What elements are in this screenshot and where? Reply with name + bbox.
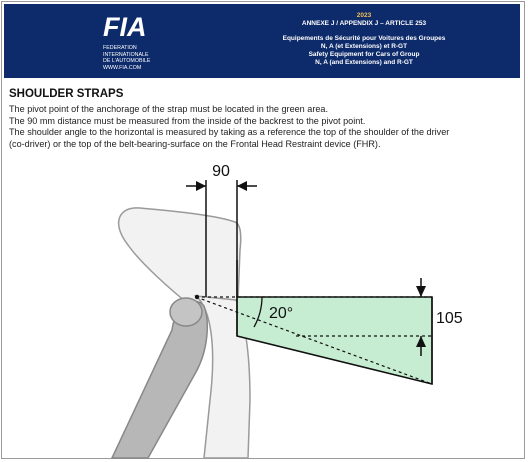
body-line: The shoulder angle to the horizontal is … [9, 127, 450, 138]
angle-label: 20° [269, 305, 293, 322]
dim-90-label: 90 [212, 163, 230, 180]
fia-logo-text: FIA [103, 12, 147, 42]
section-body: The pivot point of the anchorage of the … [9, 104, 521, 150]
pivot-green-zone [236, 296, 433, 385]
federation-name: FEDERATION INTERNATIONALE DE L'AUTOMOBIL… [103, 45, 183, 71]
dim-90-arrow-left [196, 181, 206, 191]
federation-line: DE L'AUTOMOBILE [103, 58, 151, 65]
dim-105-label: 105 [436, 310, 463, 327]
fia-logo: FIA [103, 12, 147, 42]
header-en-title-1: Safety Equipment for Cars of Group [308, 50, 420, 58]
dim-105-arrow-bottom [416, 336, 426, 347]
federation-line: INTERNATIONALE [103, 51, 149, 58]
dim-105-arrow-top [416, 286, 426, 297]
body-line: (co-driver) or the top of the belt-beari… [9, 138, 381, 149]
header-year: 2023 [356, 12, 372, 19]
body-line: The 90 mm distance must be measured from… [9, 115, 366, 126]
angle-arc [253, 296, 263, 328]
body-line: The pivot point of the anchorage of the … [9, 104, 328, 114]
header-fr-title-1: Equipements de Sécurité pour Voitures de… [282, 34, 446, 42]
header-annex: ANNEXE J / APPENDIX J – ARTICLE 253 [301, 19, 427, 27]
dim-90-arrow-right [237, 181, 247, 191]
driver-shoulder [169, 297, 203, 327]
seat-headrest [117, 207, 242, 311]
document-header: FIA FEDERATION INTERNATIONALE DE L'AUTOM… [4, 4, 520, 78]
header-titles: 2023 ANNEXE J / APPENDIX J – ARTICLE 253… [204, 12, 524, 66]
header-fr-title-2: N, A (et Extensions) et R-GT [320, 42, 408, 50]
header-en-title-2: N, A (and Extensions) and R-GT [315, 58, 413, 66]
federation-website: WWW.FIA.COM [103, 64, 142, 71]
section-title: SHOULDER STRAPS [9, 88, 124, 100]
federation-line: FEDERATION [103, 45, 137, 51]
pivot-point [194, 294, 200, 300]
